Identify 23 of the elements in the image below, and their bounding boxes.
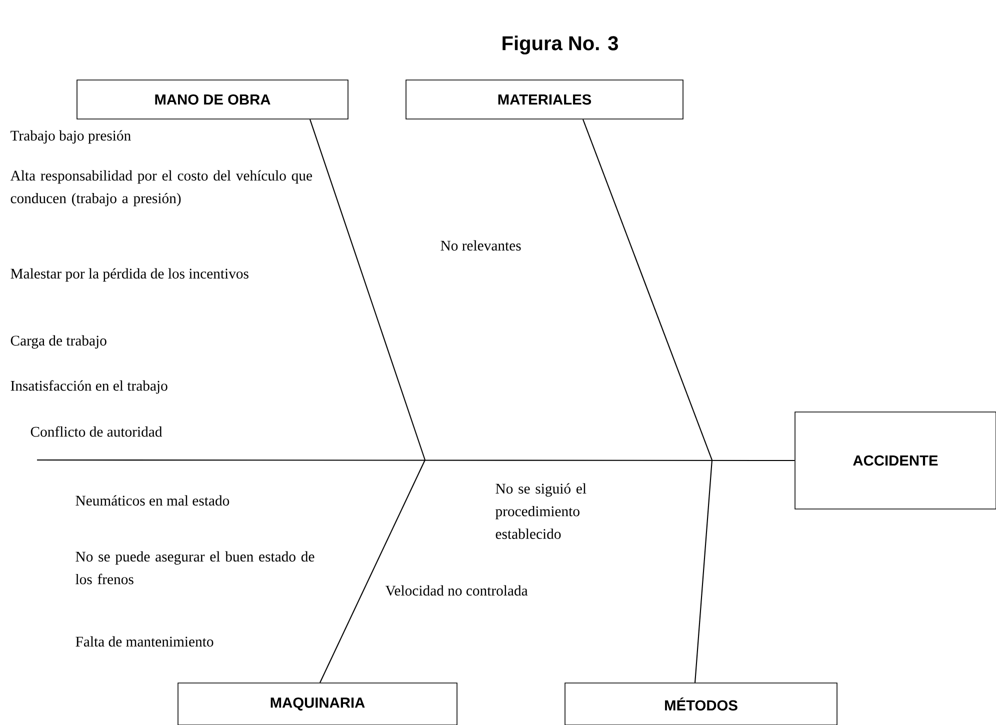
cause-label: Trabajo bajo presión xyxy=(10,130,131,144)
bone-line xyxy=(310,119,426,460)
bone-line xyxy=(320,460,426,683)
spine-line xyxy=(37,459,795,462)
bone-line xyxy=(694,460,713,683)
category-box: MANO DE OBRA xyxy=(76,80,348,120)
cause-label: Carga de trabajo xyxy=(10,335,106,349)
category-box: ACCIDENTE xyxy=(794,412,996,510)
cause-label: Malestar por la pérdida de los incentivos xyxy=(10,268,248,282)
cause-label: Insatisfacción en el trabajo xyxy=(10,380,168,394)
cause-label: No se siguió el procedimiento establecido xyxy=(496,483,586,539)
cause-label: Neumáticos en mal estado xyxy=(76,495,230,506)
cause-label: No relevantes xyxy=(440,240,521,251)
cause-label: Conflicto de autoridad xyxy=(30,426,162,437)
title: Figura No. 3 xyxy=(502,36,618,54)
cause-label: Falta de mantenimiento xyxy=(76,636,214,647)
cause-label: Alta responsabilidad por el costo del vehículo que conducen (trabajo a presión) xyxy=(10,170,312,206)
cause-label: No se puede asegurar el buen estado de los frenos xyxy=(76,551,314,584)
category-box: MÉTODOS xyxy=(564,682,838,725)
category-box: MATERIALES xyxy=(406,80,684,120)
category-box: MAQUINARIA xyxy=(178,682,458,725)
cause-label: Velocidad no controlada xyxy=(385,585,528,596)
bone-line xyxy=(582,119,712,460)
